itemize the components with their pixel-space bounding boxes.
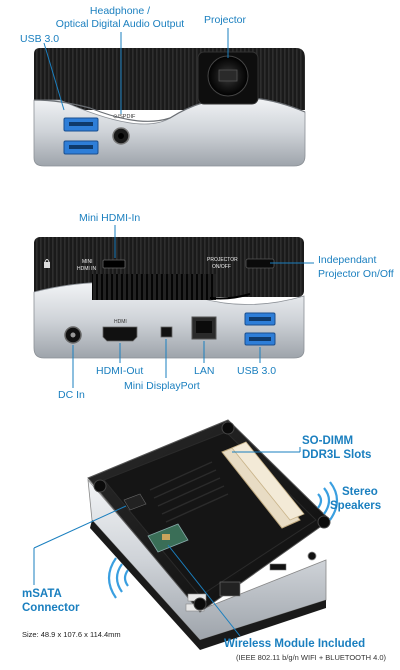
- sodimm-slot-2: [231, 441, 305, 521]
- wireless-module-sublabel: (IEEE 802.11 b/g/n WIFI + BLUETOOTH 4.0): [236, 653, 386, 662]
- mini-hdmi-in-device-label-line2: HDMI IN: [77, 266, 97, 272]
- kensington-lock-icon: [44, 262, 50, 268]
- projector-label: Projector: [204, 14, 247, 26]
- mini-displayport-label: Mini DisplayPort: [124, 380, 200, 392]
- projector-onoff-device-label-line2: ON/OFF: [212, 264, 231, 270]
- stereo-speakers-label-line1: Stereo: [342, 486, 378, 498]
- stereo-speakers-label-line2: Speakers: [330, 500, 382, 512]
- rear-view: MINI HDMI IN PROJECTOR ON/OFF HDMI: [33, 225, 314, 388]
- mini-hdmi-in-port: [102, 259, 126, 269]
- sodimm-label-line2: DDR3L Slots: [302, 449, 372, 461]
- wireless-module-label: Wireless Module Included: [224, 638, 366, 650]
- internal-view: [33, 419, 339, 650]
- mini-hdmi-in-label: Mini HDMI-In: [79, 212, 141, 224]
- headphone-label-line1: Headphone /: [89, 5, 151, 17]
- mini-hdmi-in-device-label-line1: MINI: [82, 259, 93, 265]
- hdmi-out-port: [102, 326, 138, 342]
- projector-switch-label-line2: Projector On/Off: [318, 268, 394, 280]
- projector-onoff-device-label-line1: PROJECTOR: [207, 257, 238, 263]
- internal-lan-port: [219, 581, 241, 597]
- sodimm-label-line1: SO-DIMM: [302, 435, 354, 447]
- speaker-waves-right: [317, 481, 339, 521]
- msata-label-line2: Connector: [22, 602, 80, 614]
- front-view: ⊙/SPDIF: [33, 28, 306, 167]
- hdmi-device-label: HDMI: [114, 319, 127, 325]
- mini-displayport-port: [160, 326, 173, 338]
- internal-heatsink: [149, 461, 229, 523]
- projector-switch-label-line1: Independant: [318, 254, 377, 266]
- speaker-waves-left: [107, 557, 129, 599]
- internal-hdmi-port: [269, 563, 287, 571]
- usb3-front-label: USB 3.0: [20, 33, 60, 45]
- usb3-rear-label: USB 3.0: [237, 365, 277, 377]
- headphone-label-line2: Optical Digital Audio Output: [55, 18, 185, 30]
- size-label: Size: 48.9 x 107.6 x 114.4mm: [22, 630, 121, 639]
- rear-vent-grille: [92, 274, 216, 300]
- msata-label-line1: mSATA: [22, 588, 62, 600]
- msata-slot: [123, 493, 147, 511]
- spdif-device-label: ⊙/SPDIF: [113, 114, 136, 120]
- projector-lens-window: [218, 69, 238, 82]
- lan-label: LAN: [194, 365, 215, 377]
- internal-dc-port: [307, 551, 317, 561]
- hdmi-out-label: HDMI-Out: [96, 365, 144, 377]
- projector-onoff-switch: [245, 258, 275, 269]
- dc-in-label: DC In: [58, 389, 85, 401]
